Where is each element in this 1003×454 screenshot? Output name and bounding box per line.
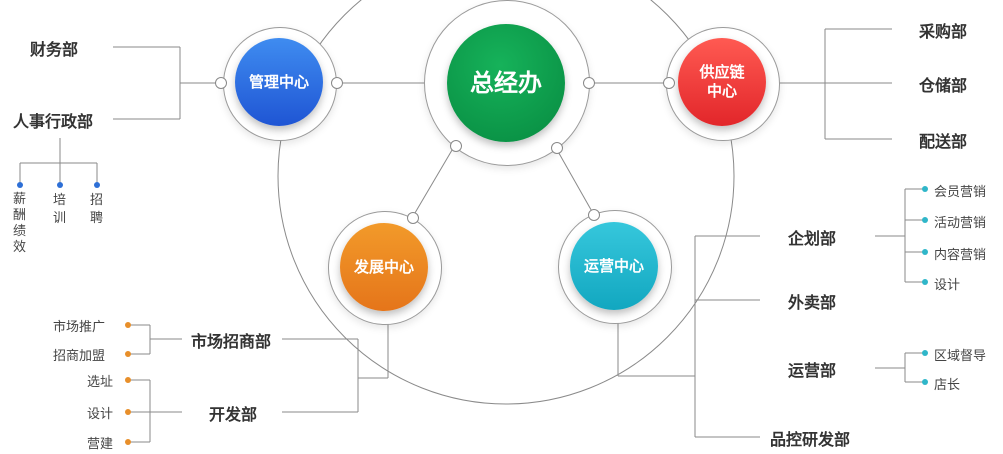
junction-dot <box>331 77 343 89</box>
planning-sub-design: 设计 <box>934 278 961 293</box>
bullet <box>17 182 23 188</box>
operations-sub-manager: 店长 <box>934 378 961 393</box>
ops-node: 运营中心 <box>570 222 658 310</box>
junction-dot <box>663 77 675 89</box>
dept-warehouse: 仓储部 <box>919 76 968 95</box>
market-sub-promo: 市场推广 <box>53 320 106 335</box>
junction-dot <box>551 142 563 154</box>
operations-sub-supervisor: 区域督导 <box>934 349 987 364</box>
junction-dot <box>583 77 595 89</box>
dept-qc-rnd: 品控研发部 <box>770 430 851 449</box>
bullet <box>94 182 100 188</box>
dept-purchasing: 采购部 <box>919 22 968 41</box>
bullet <box>125 409 131 415</box>
develop-sub-design: 设计 <box>87 407 114 422</box>
bullet <box>922 186 928 192</box>
develop-sub-site: 选址 <box>87 375 114 390</box>
center-node: 总经办 <box>447 24 565 142</box>
bullet <box>922 217 928 223</box>
bullet <box>922 350 928 356</box>
bullet <box>125 377 131 383</box>
planning-sub-member: 会员营销 <box>934 185 987 200</box>
bullet <box>125 322 131 328</box>
dept-develop: 开发部 <box>209 405 258 424</box>
dept-operations: 运营部 <box>788 361 837 380</box>
bullet <box>922 279 928 285</box>
dept-finance: 财务部 <box>30 40 79 59</box>
supply-node: 供应链 中心 <box>678 38 766 126</box>
dept-hr-admin: 人事行政部 <box>13 112 94 131</box>
hr-sub-pay: 薪酬绩效 <box>13 192 27 255</box>
junction-dot <box>450 140 462 152</box>
bullet <box>922 379 928 385</box>
dept-planning: 企划部 <box>788 229 837 248</box>
bullet <box>125 351 131 357</box>
planning-sub-content: 内容营销 <box>934 248 987 263</box>
junction-dot <box>215 77 227 89</box>
planning-sub-event: 活动营销 <box>934 216 987 231</box>
bullet <box>922 249 928 255</box>
bullet <box>57 182 63 188</box>
develop-sub-build: 营建 <box>87 437 114 452</box>
hr-sub-training: 培训 <box>53 193 67 226</box>
dept-market: 市场招商部 <box>191 332 272 351</box>
hr-sub-recruit: 招聘 <box>90 193 104 226</box>
junction-dot <box>588 209 600 221</box>
mgmt-node: 管理中心 <box>235 38 323 126</box>
dept-takeout: 外卖部 <box>788 293 837 312</box>
bullet <box>125 439 131 445</box>
junction-dot <box>407 212 419 224</box>
dev-node: 发展中心 <box>340 223 428 311</box>
dept-delivery: 配送部 <box>919 132 968 151</box>
market-sub-franchise: 招商加盟 <box>53 349 106 364</box>
